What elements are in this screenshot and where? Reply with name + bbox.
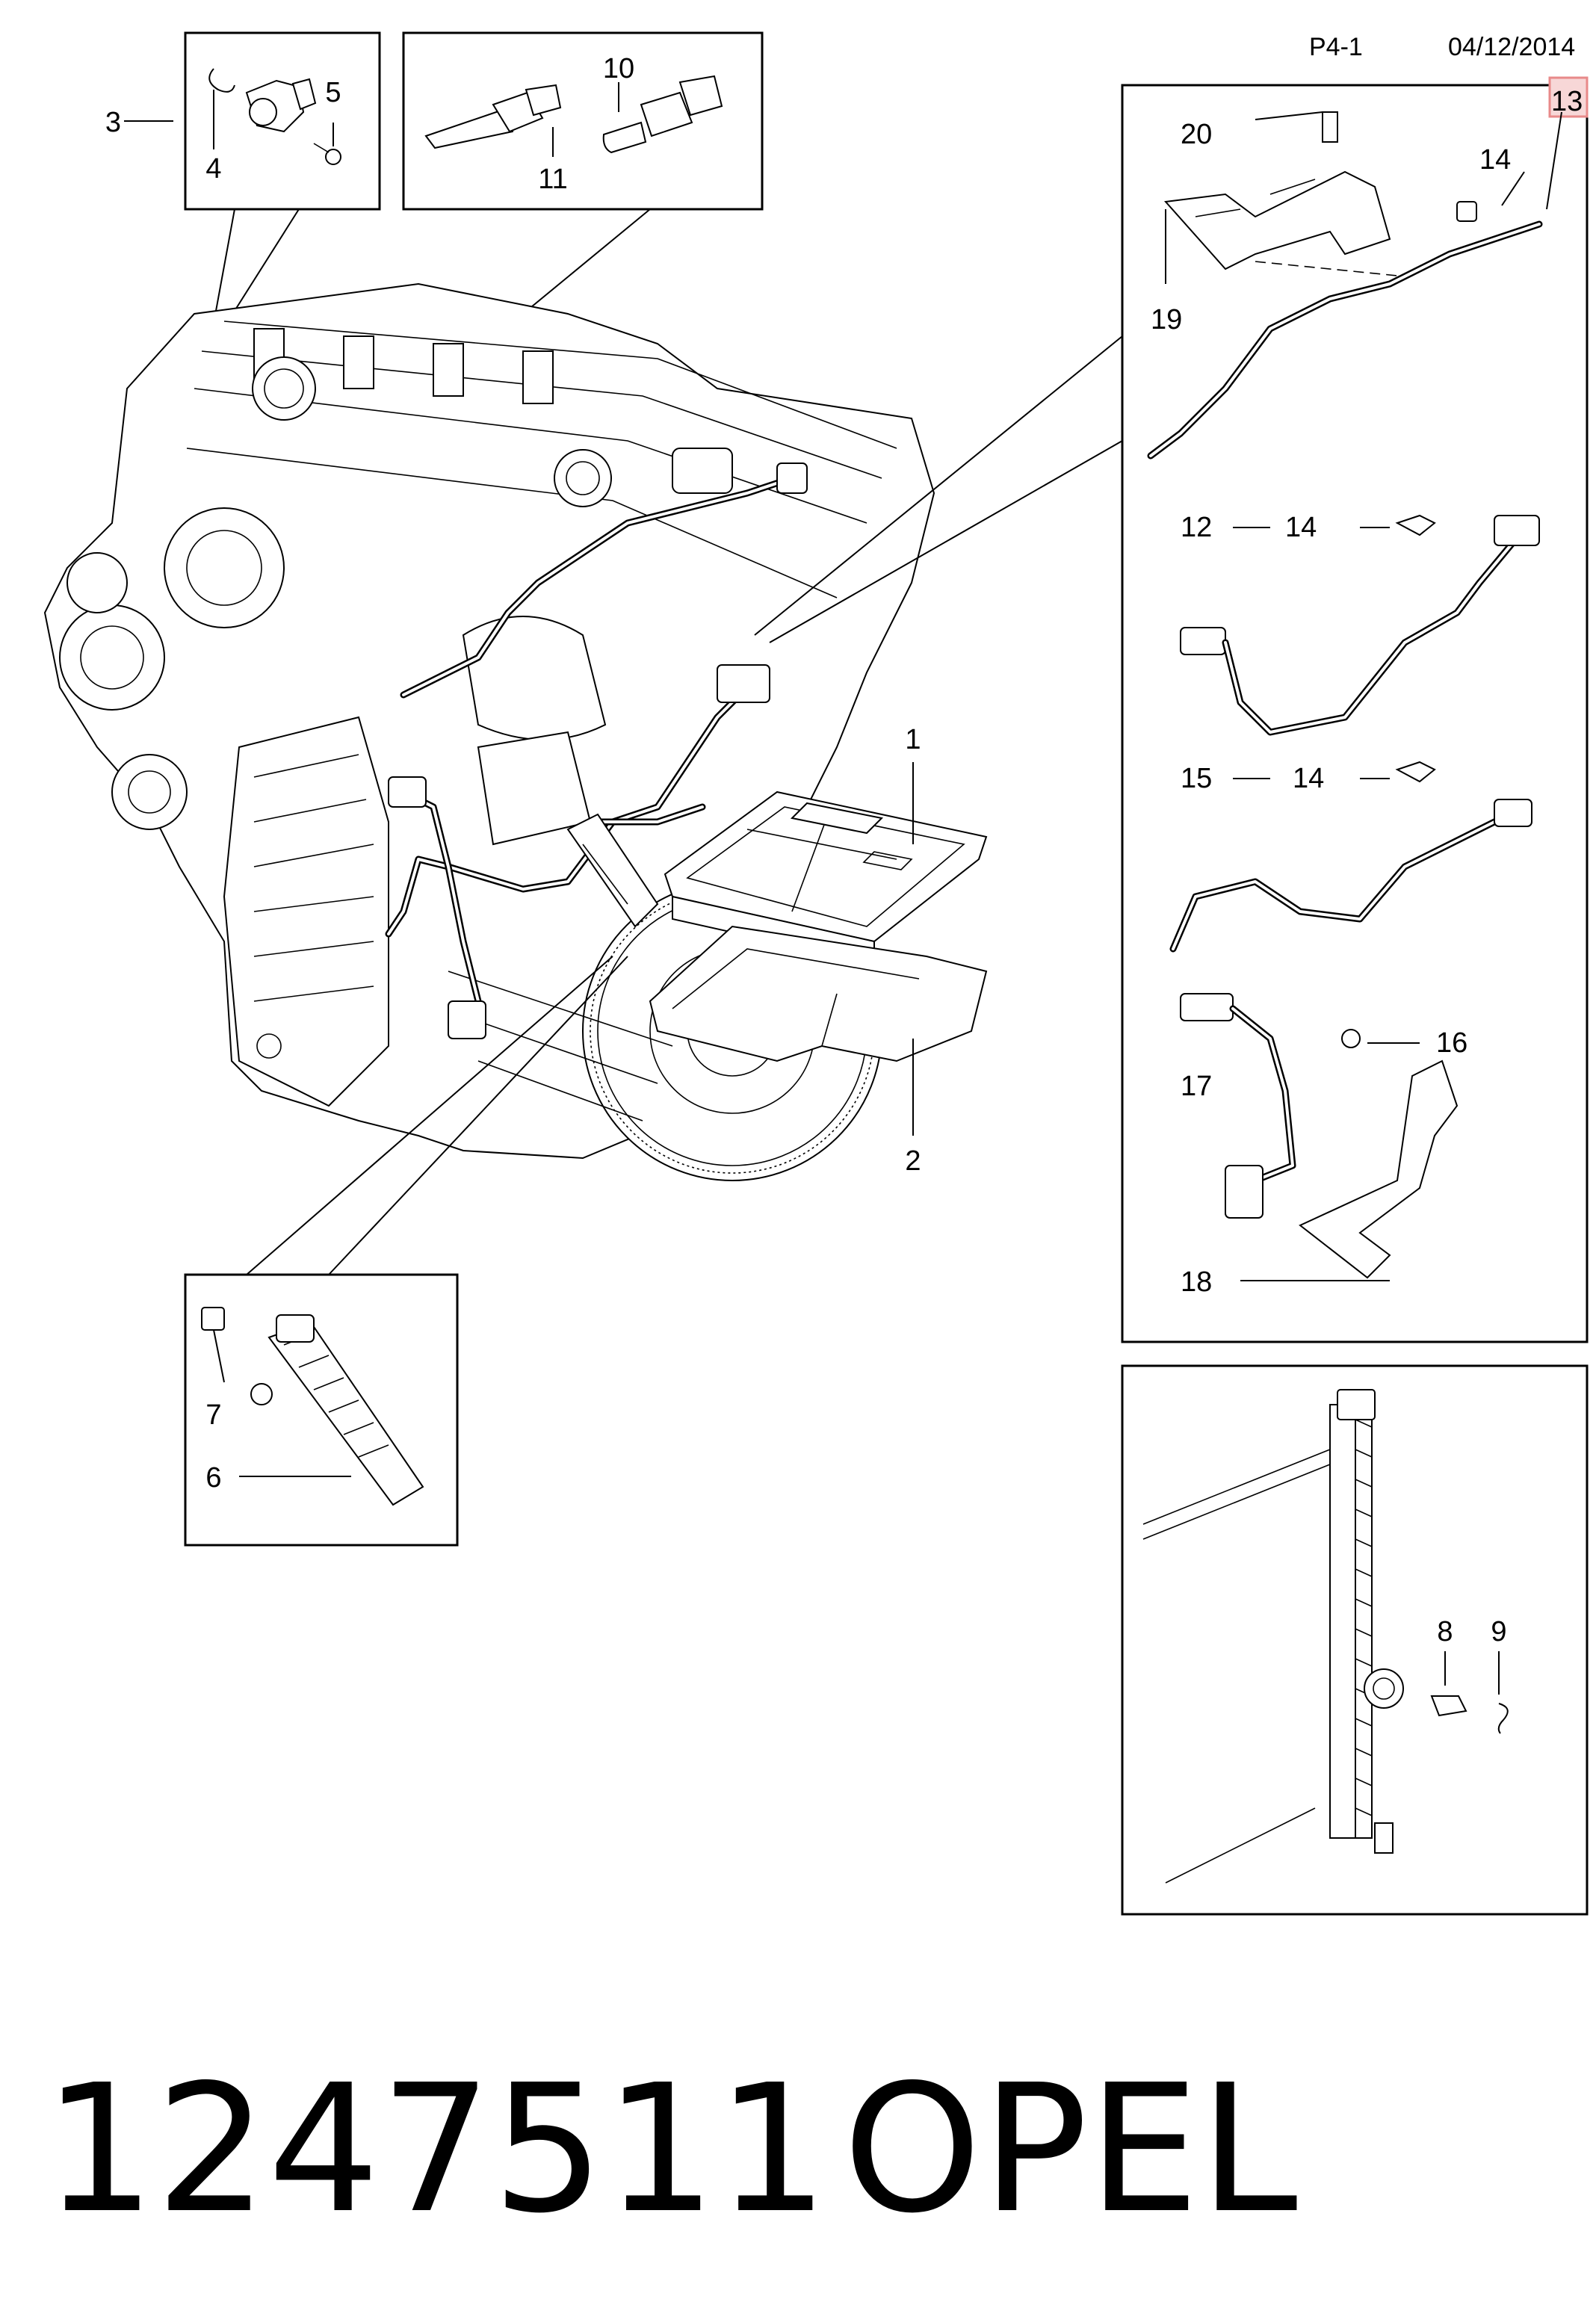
callout-15: 15	[1181, 763, 1212, 794]
callout-8: 8	[1437, 1616, 1453, 1647]
inset-sensor-3	[124, 31, 381, 348]
callout-5: 5	[325, 77, 341, 108]
page-date: 04/12/2014	[1448, 33, 1575, 61]
callout-11: 11	[538, 164, 567, 195]
callout-13: 13	[1551, 86, 1583, 117]
callout-6: 6	[205, 1462, 221, 1494]
callout-16: 16	[1436, 1027, 1467, 1059]
inset-module-6-7	[184, 956, 628, 1547]
callout-19: 19	[1151, 304, 1182, 335]
callout-14-mid: 14	[1285, 512, 1317, 543]
inset-sensor-10-11	[402, 31, 764, 315]
callout-12: 12	[1181, 512, 1212, 543]
callout-17: 17	[1181, 1071, 1212, 1102]
callout-10: 10	[603, 53, 634, 84]
engine-wiring-harness	[385, 462, 808, 1039]
callout-4: 4	[205, 153, 221, 185]
brand-name: OPEL	[843, 2046, 1298, 2252]
ecu-bracket	[649, 925, 988, 1062]
callout-1: 1	[905, 724, 921, 755]
callout-14-top: 14	[1479, 144, 1511, 176]
callout-13-highlight	[1548, 76, 1589, 118]
callout-20: 20	[1181, 119, 1212, 150]
inset-radiator	[1121, 1364, 1589, 1916]
inset-sensors-panel	[754, 76, 1589, 1343]
callout-9: 9	[1491, 1616, 1506, 1647]
callout-3: 3	[105, 107, 121, 138]
page-reference: P4-1	[1309, 33, 1363, 61]
part-number: 1247511	[43, 2046, 829, 2252]
callout-18: 18	[1181, 1266, 1212, 1298]
callout-2: 2	[905, 1145, 921, 1177]
callout-14-low: 14	[1293, 763, 1324, 794]
injectors	[252, 328, 733, 507]
callout-7: 7	[205, 1399, 221, 1431]
